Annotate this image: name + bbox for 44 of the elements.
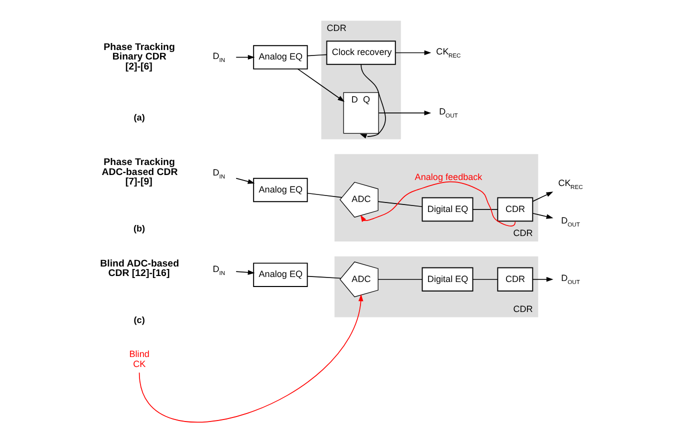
node-box: Digital EQ — [422, 267, 474, 292]
arrow — [532, 276, 554, 282]
arrow — [378, 110, 432, 116]
connector — [472, 278, 498, 280]
arrow — [236, 270, 255, 275]
label: Phase Tracking ADC-based CDR [7]-[9] — [102, 157, 178, 188]
label: (b) — [133, 223, 146, 234]
node-text: D$_{IN}$ — [212, 264, 226, 278]
node-text: D$_{OUT}$ — [561, 215, 580, 228]
arrow — [360, 181, 516, 226]
label: (a) — [134, 112, 145, 123]
node-box: Digital EQ — [422, 197, 474, 222]
node-text: CK$_{REC}$ — [436, 46, 461, 60]
node-text: D$_{IN}$ — [212, 51, 226, 64]
node-box: D Q — [343, 92, 379, 134]
connector — [472, 209, 498, 210]
arrow — [236, 178, 255, 184]
node-box: Analog EQ — [253, 262, 308, 287]
node-text: D$_{IN}$ — [212, 168, 226, 181]
node-box: Analog EQ — [253, 178, 308, 202]
connector — [307, 54, 328, 56]
connector — [307, 192, 342, 198]
connector — [307, 276, 342, 279]
node-box: CDR — [497, 267, 534, 292]
node-text: CK$_{REC}$ — [558, 178, 583, 191]
arrow — [236, 54, 255, 60]
label: (c) — [134, 315, 145, 326]
node-box: Clock recovery — [326, 40, 396, 65]
connector — [378, 278, 423, 280]
arrow — [360, 64, 386, 138]
node-text: D$_{OUT}$ — [561, 273, 580, 286]
connector — [378, 201, 423, 208]
node-text: Blind CK — [129, 349, 150, 369]
arrow — [532, 192, 554, 202]
node-box: CDR — [497, 197, 534, 222]
edge-label: Analog feedback — [414, 172, 482, 182]
label: Blind ADC-based CDR [12]-[16] — [100, 258, 180, 280]
node-text: D$_{OUT}$ — [439, 106, 458, 120]
node-box: Analog EQ — [253, 45, 308, 70]
label: Phase Tracking Binary CDR [2]-[6] — [104, 42, 175, 72]
arrow — [532, 212, 554, 219]
arrow — [297, 68, 345, 102]
arrow — [395, 50, 432, 56]
arrow — [138, 294, 364, 423]
